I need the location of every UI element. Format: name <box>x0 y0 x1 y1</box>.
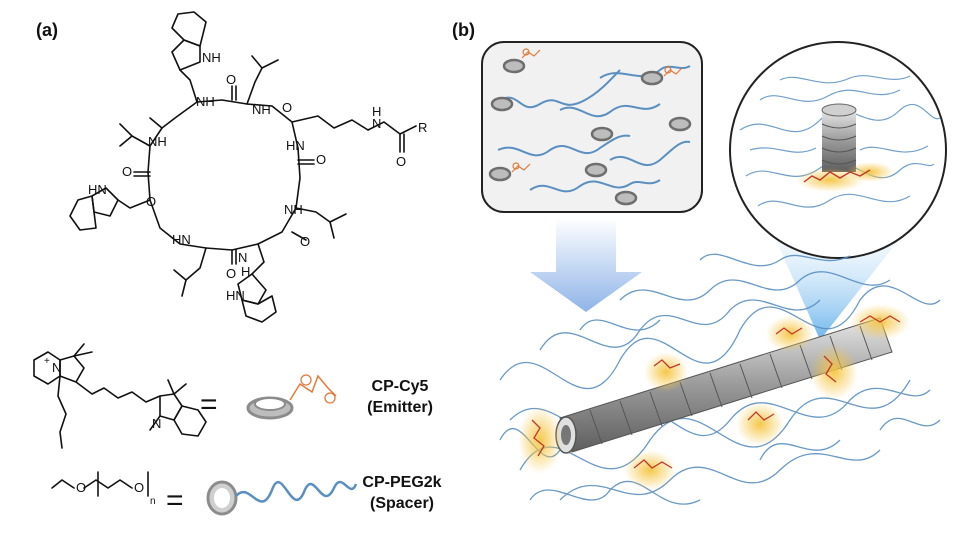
free-dye-molecules <box>511 48 683 173</box>
dye-cluster <box>644 352 688 392</box>
atom-o-1: O <box>226 72 236 87</box>
free-polymer-chains <box>497 65 691 193</box>
dye-cluster <box>810 344 858 400</box>
spacer-label: CP-PEG2k (Spacer) <box>350 472 454 514</box>
equals-sign-1: = <box>200 388 218 421</box>
atom-o-6: O <box>226 266 236 281</box>
equals-sign-2: = <box>166 484 184 517</box>
cp-peg2k-icon <box>206 480 358 516</box>
free-cyclic-peptide-rings <box>488 58 692 206</box>
atom-o-7: O <box>300 234 310 249</box>
assembly-arrow-icon <box>530 218 642 312</box>
atom-nh-top: NH <box>202 50 221 65</box>
dye-cluster <box>850 304 910 340</box>
atom-o-4: O <box>316 152 326 167</box>
dye-cluster <box>518 406 562 474</box>
panel-b-label: (b) <box>452 20 475 40</box>
emitter-dye-clusters <box>518 304 910 490</box>
atom-h-bottom: H <box>241 264 250 279</box>
atom-nh-4: NH <box>284 202 303 217</box>
atom-hn-1: HN <box>286 138 305 153</box>
atom-hn-left-indole: HN <box>88 182 107 197</box>
solution-bubble <box>481 41 703 213</box>
spacer-role: (Spacer) <box>369 495 435 512</box>
atom-plus-cy5: + <box>44 356 50 367</box>
dye-cluster <box>624 450 676 490</box>
atom-nh-2: NH <box>252 102 271 117</box>
atom-h-lys: H <box>372 104 381 119</box>
atom-nh-3: NH <box>148 134 167 149</box>
emitter-name: CP-Cy5 <box>371 378 429 395</box>
atom-o-peg-1: O <box>76 480 86 495</box>
atom-o-5: O <box>146 194 156 209</box>
atom-n-bottom: N <box>238 250 247 265</box>
atom-o-2: O <box>282 100 292 115</box>
panel-a-label: (a) <box>36 20 58 40</box>
atom-nh-1: NH <box>196 94 215 109</box>
emitter-role: (Emitter) <box>367 399 433 416</box>
emitter-label: CP-Cy5 (Emitter) <box>352 376 448 418</box>
spacer-name: CP-PEG2k <box>362 474 442 491</box>
atom-hn-bottom-indole: HN <box>226 288 245 303</box>
atom-subscript-n: n <box>150 496 156 507</box>
inset-nanotube <box>821 103 857 172</box>
atom-r: R <box>418 120 427 135</box>
atom-hn-2: HN <box>172 232 191 247</box>
atom-n-plus-cy5: N <box>52 360 61 375</box>
zoom-inset-circle <box>729 41 947 259</box>
atom-n-cy5: N <box>152 416 161 431</box>
dye-cluster <box>736 402 784 446</box>
atom-o-lys: O <box>396 154 406 169</box>
atom-n-lys: N <box>372 116 381 131</box>
dye-cluster <box>766 316 814 352</box>
atom-o-3: O <box>122 164 132 179</box>
cp-cy5-icon <box>246 374 337 420</box>
atom-o-peg-2: O <box>134 480 144 495</box>
inset-dye-glow <box>796 162 894 192</box>
